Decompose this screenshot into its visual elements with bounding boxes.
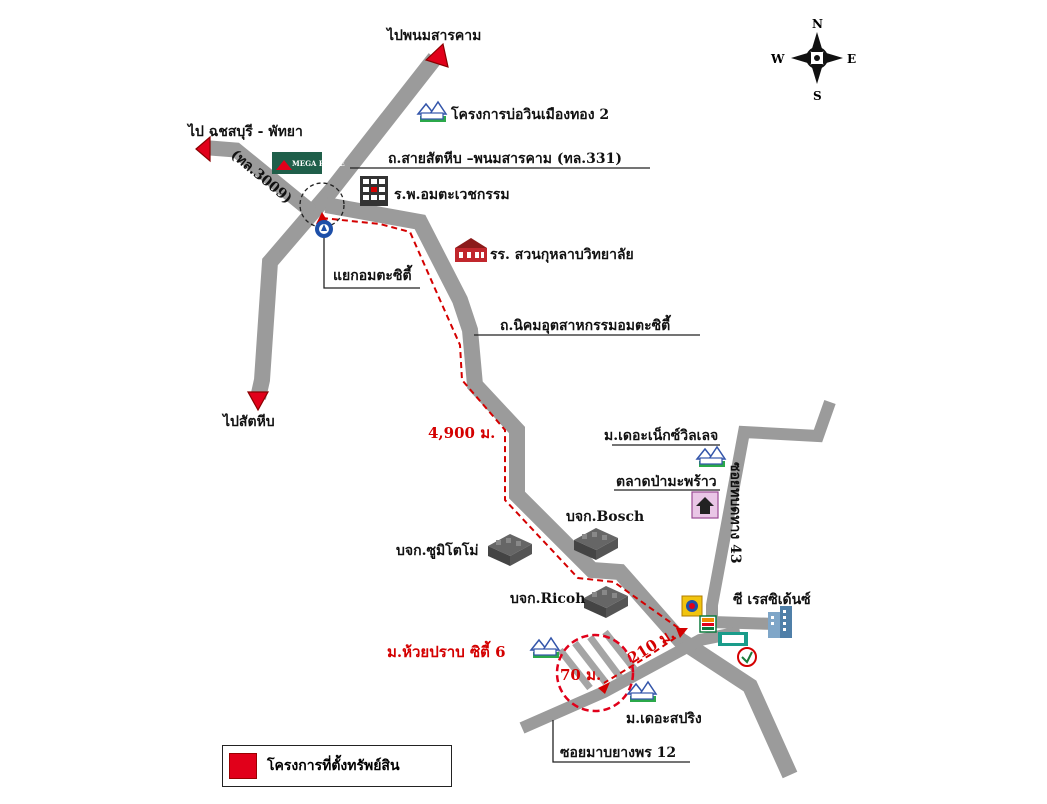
arrow-to-phanom-sarakham-icon [424, 42, 449, 68]
compass-n: N [812, 17, 823, 31]
label-to-chonburi-pattaya: ไป ฉชสบุรี - พัทยา [186, 122, 303, 140]
school-icon [455, 238, 487, 262]
road-3009 [209, 140, 317, 218]
label-c-residence: ซี เรสซิเด้นซ์ [733, 591, 811, 608]
compass-w: W [770, 52, 785, 66]
legend-label: โครงการที่ตั้งทรัพย์สิน [267, 758, 400, 774]
compass-e: E [847, 52, 856, 66]
label-coconut-market: ตลาดป่ามะพร้าว [616, 474, 717, 490]
village-icon-bowin [416, 100, 448, 122]
label-huai-prab-city: ม.ห้วยปราบ ซิตี้ 6 [387, 640, 506, 661]
village-icon-huai-prab [529, 636, 561, 658]
road-331 [250, 53, 442, 400]
project-location-swatch-icon [229, 753, 257, 779]
label-to-phanom-sarakham: ไปพนมสารคาม [385, 26, 481, 44]
village-icon-the-spring [626, 680, 658, 702]
project-sub-roads [557, 629, 638, 691]
compass-rose: N S E W [770, 17, 856, 103]
arrow-to-chonburi-icon [195, 135, 211, 163]
compass-south-icon [811, 64, 823, 84]
compass-west-icon [791, 52, 811, 64]
project-circle [555, 633, 635, 713]
mega-home-text: MEGA HOME [292, 159, 345, 168]
seven-eleven-icon [699, 615, 717, 633]
label-sattahip-phanom-road: ถ.สายสัตหีบ –พนมสารคาม (ทล.331) [388, 151, 622, 167]
label-bo-win-project: โครงการบ่อวินเมืองทอง 2 [450, 105, 609, 123]
gas-station-icon [315, 220, 333, 238]
factory-icon-sumitomo [488, 534, 532, 566]
map-legend: โครงการที่ตั้งทรัพย์สิน [222, 745, 452, 787]
label-soi-mabyangphon: ซอยมาบยางพร 12 [560, 745, 676, 761]
bank-icon [737, 647, 757, 667]
road-branch-right [706, 400, 836, 630]
label-intersection: แยกอมตะซิตี้ [333, 264, 413, 284]
route-path [321, 217, 685, 633]
label-amata-hospital: ร.พ.อมตะเวชกรรม [394, 187, 510, 203]
label-vertical-road: ซอยทบดทาง 43 [727, 462, 743, 564]
route-arrow-right-icon [676, 628, 688, 638]
direction-arrows [195, 42, 449, 412]
factory-icon-bosch [574, 528, 618, 560]
label-sumitomo: บจก.ซูมิโตโม่ [396, 541, 479, 559]
mega-home-logo-icon: MEGA HOME [272, 152, 345, 174]
building-icon-c-residence [768, 606, 792, 638]
label-the-spring: ม.เดอะสปริง [626, 711, 702, 727]
factory-icon-ricoh [584, 586, 628, 618]
distance-third: 70 ม. [560, 666, 601, 684]
label-suan-kularb-school: รร. สวนกุหลาบวิทยาลัย [490, 247, 634, 263]
compass-s: S [813, 89, 822, 103]
market-icon [691, 491, 719, 519]
arrow-to-sattahip-icon [246, 391, 270, 412]
leader-lines [323, 167, 720, 763]
label-ricoh: บจก.Ricoh [510, 591, 585, 607]
route-arrow-project-icon [598, 682, 610, 694]
distance-main: 4,900 ม. [428, 424, 495, 442]
route-path-inner [603, 631, 685, 684]
label-the-next-village: ม.เดอะเน็กซ์วิลเลจ [604, 426, 718, 444]
label-bosch: บจก.Bosch [566, 509, 644, 525]
hospital-icon [360, 176, 388, 206]
lotus-store-icon [718, 632, 748, 646]
label-to-sattahip: ไปสัตหีบ [221, 412, 275, 430]
gas-station-icon-right [681, 595, 703, 617]
roads [209, 53, 836, 779]
label-industrial-estate-road: ถ.นิคมอุตสาหกรรมอมตะซิตี้ [500, 314, 671, 334]
compass-north-icon [811, 32, 823, 52]
village-icon-the-next [695, 445, 727, 467]
intersection-circle [299, 182, 345, 228]
compass-east-icon [823, 52, 843, 64]
road-amata-industrial [324, 197, 798, 779]
